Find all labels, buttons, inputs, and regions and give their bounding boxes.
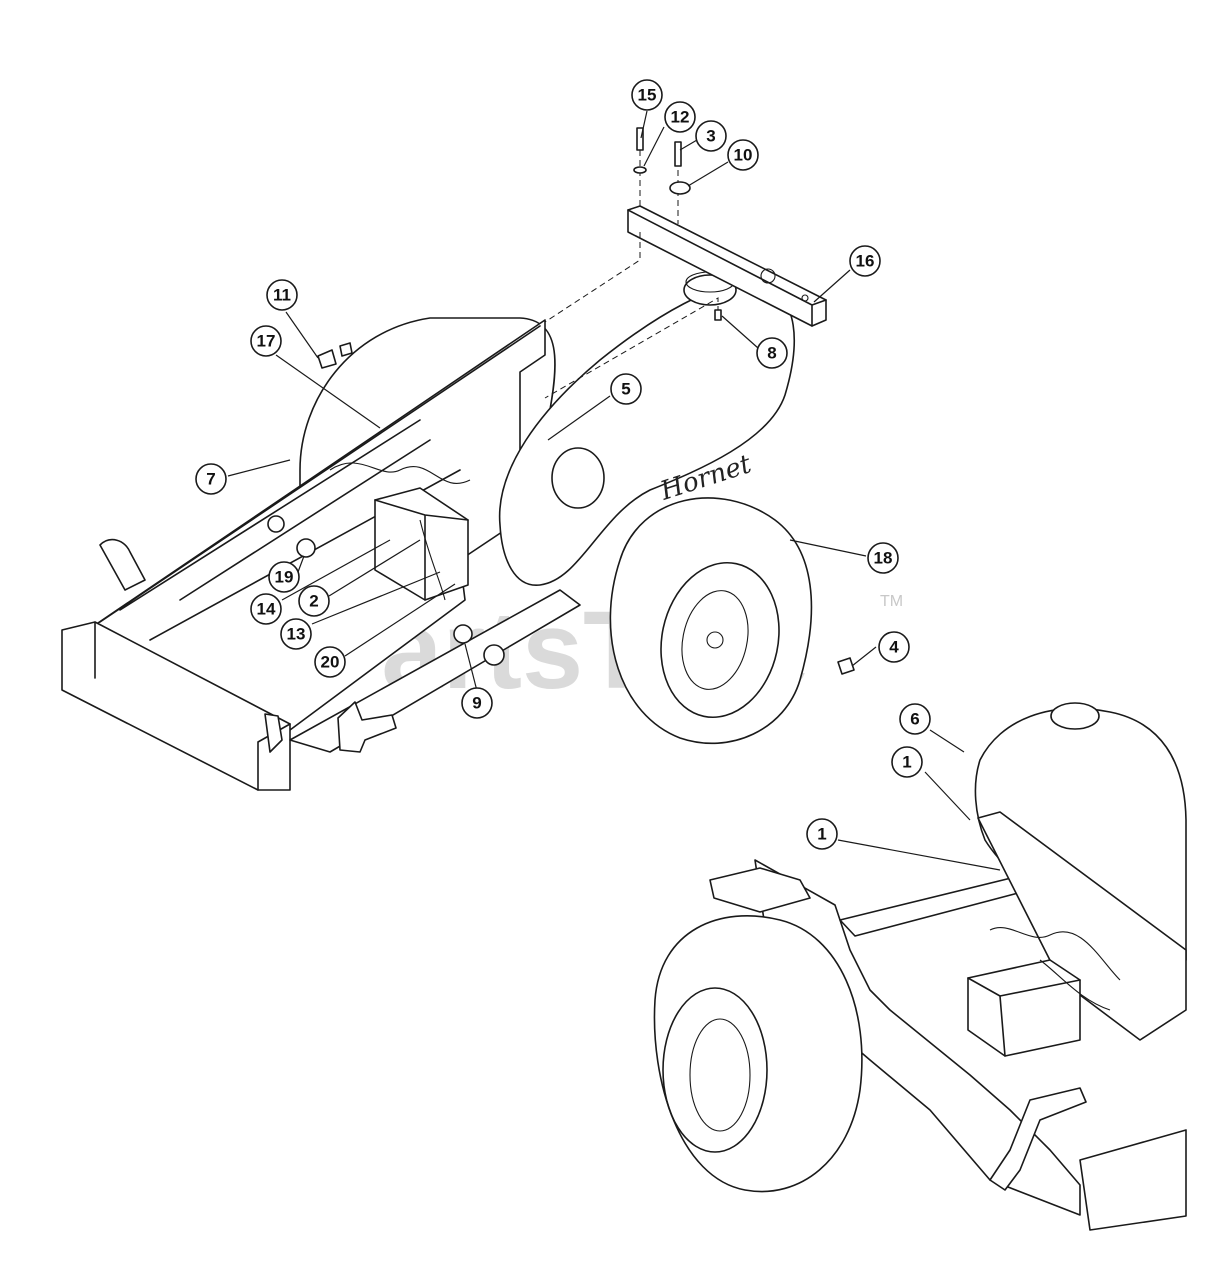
fuel-cap	[683, 274, 737, 306]
svg-text:1: 1	[817, 825, 826, 844]
svg-text:15: 15	[638, 86, 657, 105]
rear-right-tire	[609, 497, 813, 745]
callout-19: 19	[268, 561, 300, 593]
svg-text:6: 6	[910, 710, 919, 729]
svg-text:12: 12	[671, 108, 690, 127]
callout-20: 20	[314, 646, 346, 678]
secondary-bracket	[709, 867, 811, 913]
bolt-3	[674, 141, 682, 167]
lug-nut-4	[837, 657, 855, 675]
bolt-8	[714, 309, 722, 321]
svg-text:13: 13	[287, 625, 306, 644]
svg-text:1: 1	[902, 753, 911, 772]
callout-14: 14	[250, 593, 282, 625]
secondary-battery	[967, 959, 1081, 1057]
callout-11: 11	[266, 279, 298, 311]
washer-12	[633, 166, 647, 174]
fuel-tank	[498, 282, 795, 586]
bushing-19	[296, 538, 316, 558]
callout-2: 2	[298, 585, 330, 617]
callout-7: 7	[195, 463, 227, 495]
bushing-9b	[483, 644, 505, 666]
battery-box	[374, 487, 469, 601]
secondary-tire	[653, 915, 863, 1193]
callout-1-lower: 1	[806, 818, 838, 850]
explode-line-crossbar	[544, 232, 641, 323]
callout-16: 16	[849, 245, 881, 277]
callout-4: 4	[878, 631, 910, 663]
svg-text:11: 11	[273, 286, 291, 305]
svg-text:7: 7	[206, 470, 215, 489]
tank-seam	[551, 447, 605, 509]
wiring	[329, 462, 471, 601]
callout-5: 5	[610, 373, 642, 405]
svg-text:17: 17	[257, 332, 276, 351]
callout-3: 3	[695, 120, 727, 152]
front-hitch-right	[264, 713, 283, 753]
svg-text:9: 9	[472, 694, 481, 713]
bushing-14	[267, 515, 285, 533]
svg-text:14: 14	[257, 600, 276, 619]
leader-lines	[227, 110, 1001, 871]
callout-10: 10	[727, 139, 759, 171]
callout-1-upper: 1	[891, 746, 923, 778]
callouts: 15 12 3 10 16 11 17 8 5 7 18 19 14 2 13 …	[195, 79, 931, 850]
nut-11b	[339, 342, 353, 357]
callout-9: 9	[461, 687, 493, 719]
svg-text:16: 16	[856, 252, 875, 271]
callout-15: 15	[631, 79, 663, 111]
watermark-trademark: TM	[880, 593, 903, 610]
main-assembly: Hornet	[61, 127, 855, 791]
explode-line-bolt-8	[544, 297, 719, 399]
frame-top-bar	[99, 325, 541, 641]
secondary-deck	[1079, 1129, 1187, 1231]
secondary-assembly	[653, 702, 1187, 1231]
callout-13: 13	[280, 618, 312, 650]
callout-12: 12	[664, 101, 696, 133]
callout-6: 6	[899, 703, 931, 735]
bushing-11	[317, 349, 337, 369]
spacer-10	[669, 181, 691, 195]
svg-text:20: 20	[321, 653, 340, 672]
svg-text:3: 3	[706, 127, 715, 146]
callout-17: 17	[250, 325, 282, 357]
callout-8: 8	[756, 337, 788, 369]
rear-bracket	[337, 701, 397, 753]
callout-18: 18	[867, 542, 899, 574]
svg-text:19: 19	[275, 568, 294, 587]
svg-text:10: 10	[734, 146, 753, 165]
svg-text:5: 5	[621, 380, 630, 399]
svg-text:4: 4	[889, 638, 899, 657]
svg-text:2: 2	[309, 592, 318, 611]
svg-text:8: 8	[767, 344, 776, 363]
secondary-lever	[989, 1087, 1087, 1191]
front-hitch-left	[99, 538, 146, 591]
svg-text:18: 18	[874, 549, 893, 568]
secondary-wiring	[989, 927, 1121, 1011]
secondary-fuel-cap	[1050, 702, 1100, 730]
bushing-9	[453, 624, 473, 644]
